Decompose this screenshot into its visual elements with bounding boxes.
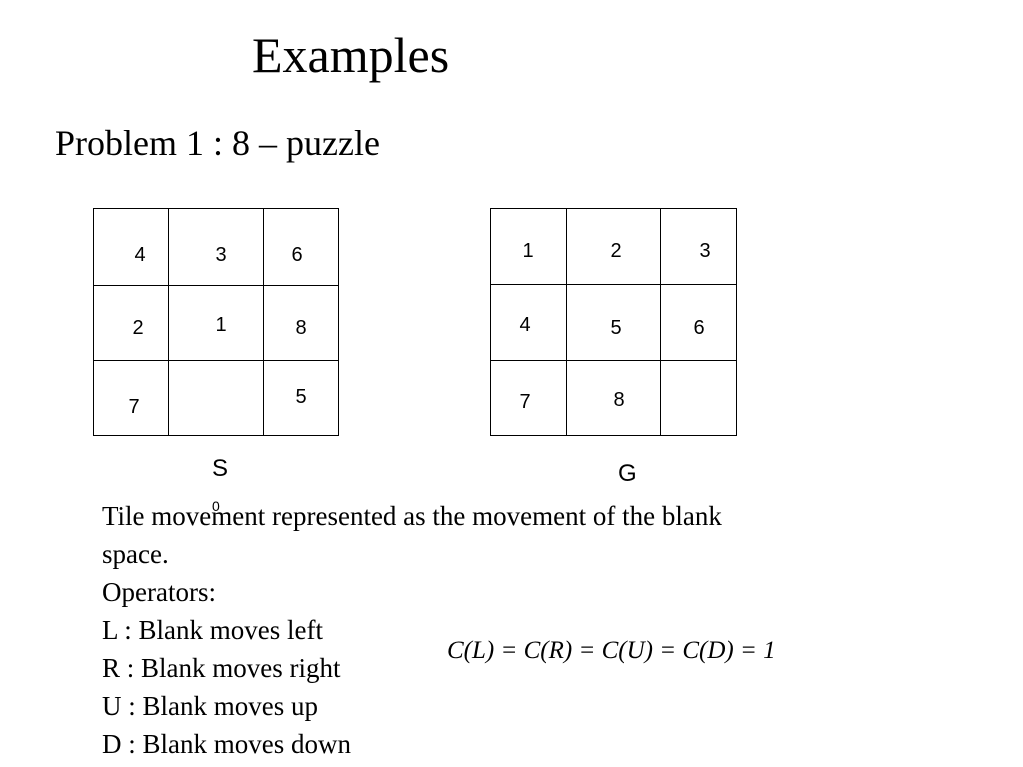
problem-heading: Problem 1 : 8 – puzzle (55, 123, 380, 163)
start-state-grid (93, 208, 339, 436)
goal-tile: 2 (610, 240, 622, 262)
goal-tile: 5 (610, 317, 622, 339)
description-line-2: space. (102, 539, 169, 569)
start-state-label-subscript: 0 (212, 498, 220, 514)
goal-state-label: G (618, 460, 637, 487)
goal-tile: 4 (519, 314, 531, 336)
goal-tile: 3 (699, 240, 711, 262)
slide-title: Examples (252, 27, 450, 83)
goal-tile: 6 (693, 317, 705, 339)
start-tile: 5 (295, 386, 307, 408)
cost-formula: C(L) = C(R) = C(U) = C(D) = 1 (447, 637, 776, 664)
goal-tile: 7 (519, 391, 531, 413)
start-tile: 2 (132, 317, 144, 339)
start-tile: 4 (134, 244, 146, 266)
start-tile: 6 (291, 244, 303, 266)
start-tile: 3 (215, 244, 227, 266)
start-state-label: S (212, 455, 229, 482)
goal-state-grid (490, 208, 737, 436)
start-tile: 7 (128, 396, 140, 418)
operator-right: R : Blank moves right (102, 653, 341, 683)
operator-up: U : Blank moves up (102, 691, 318, 721)
description-line-1: Tile movement represented as the movemen… (102, 501, 722, 531)
start-tile: 8 (295, 317, 307, 339)
operator-left: L : Blank moves left (102, 615, 323, 645)
start-tile: 1 (215, 314, 227, 336)
goal-tile: 8 (613, 389, 625, 411)
operator-down: D : Blank moves down (102, 729, 351, 759)
goal-tile: 1 (522, 240, 534, 262)
operators-heading: Operators: (102, 577, 216, 607)
